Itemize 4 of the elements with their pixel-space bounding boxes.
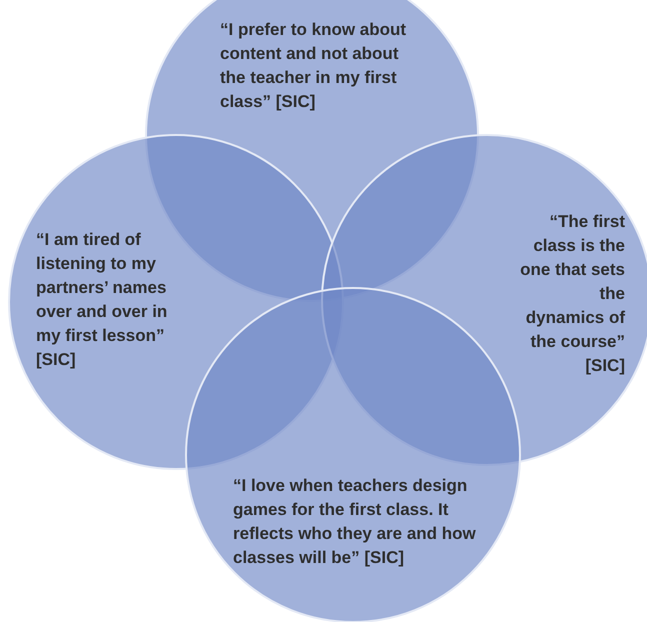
quote-text: “The first class is the one that sets the dynamics of the course” [SIC] <box>520 211 625 377</box>
quote-text: “I love when teachers design games for the first class. It reflects who they are and how classes will be” [SIC] <box>233 475 477 569</box>
quote-text: “I prefer to know about content and not about the teacher in my first class” [SIC] <box>220 19 408 113</box>
quote-text: “I am tired of listening to my partners’ names over and over in my first lesson” [SIC] <box>36 229 168 371</box>
